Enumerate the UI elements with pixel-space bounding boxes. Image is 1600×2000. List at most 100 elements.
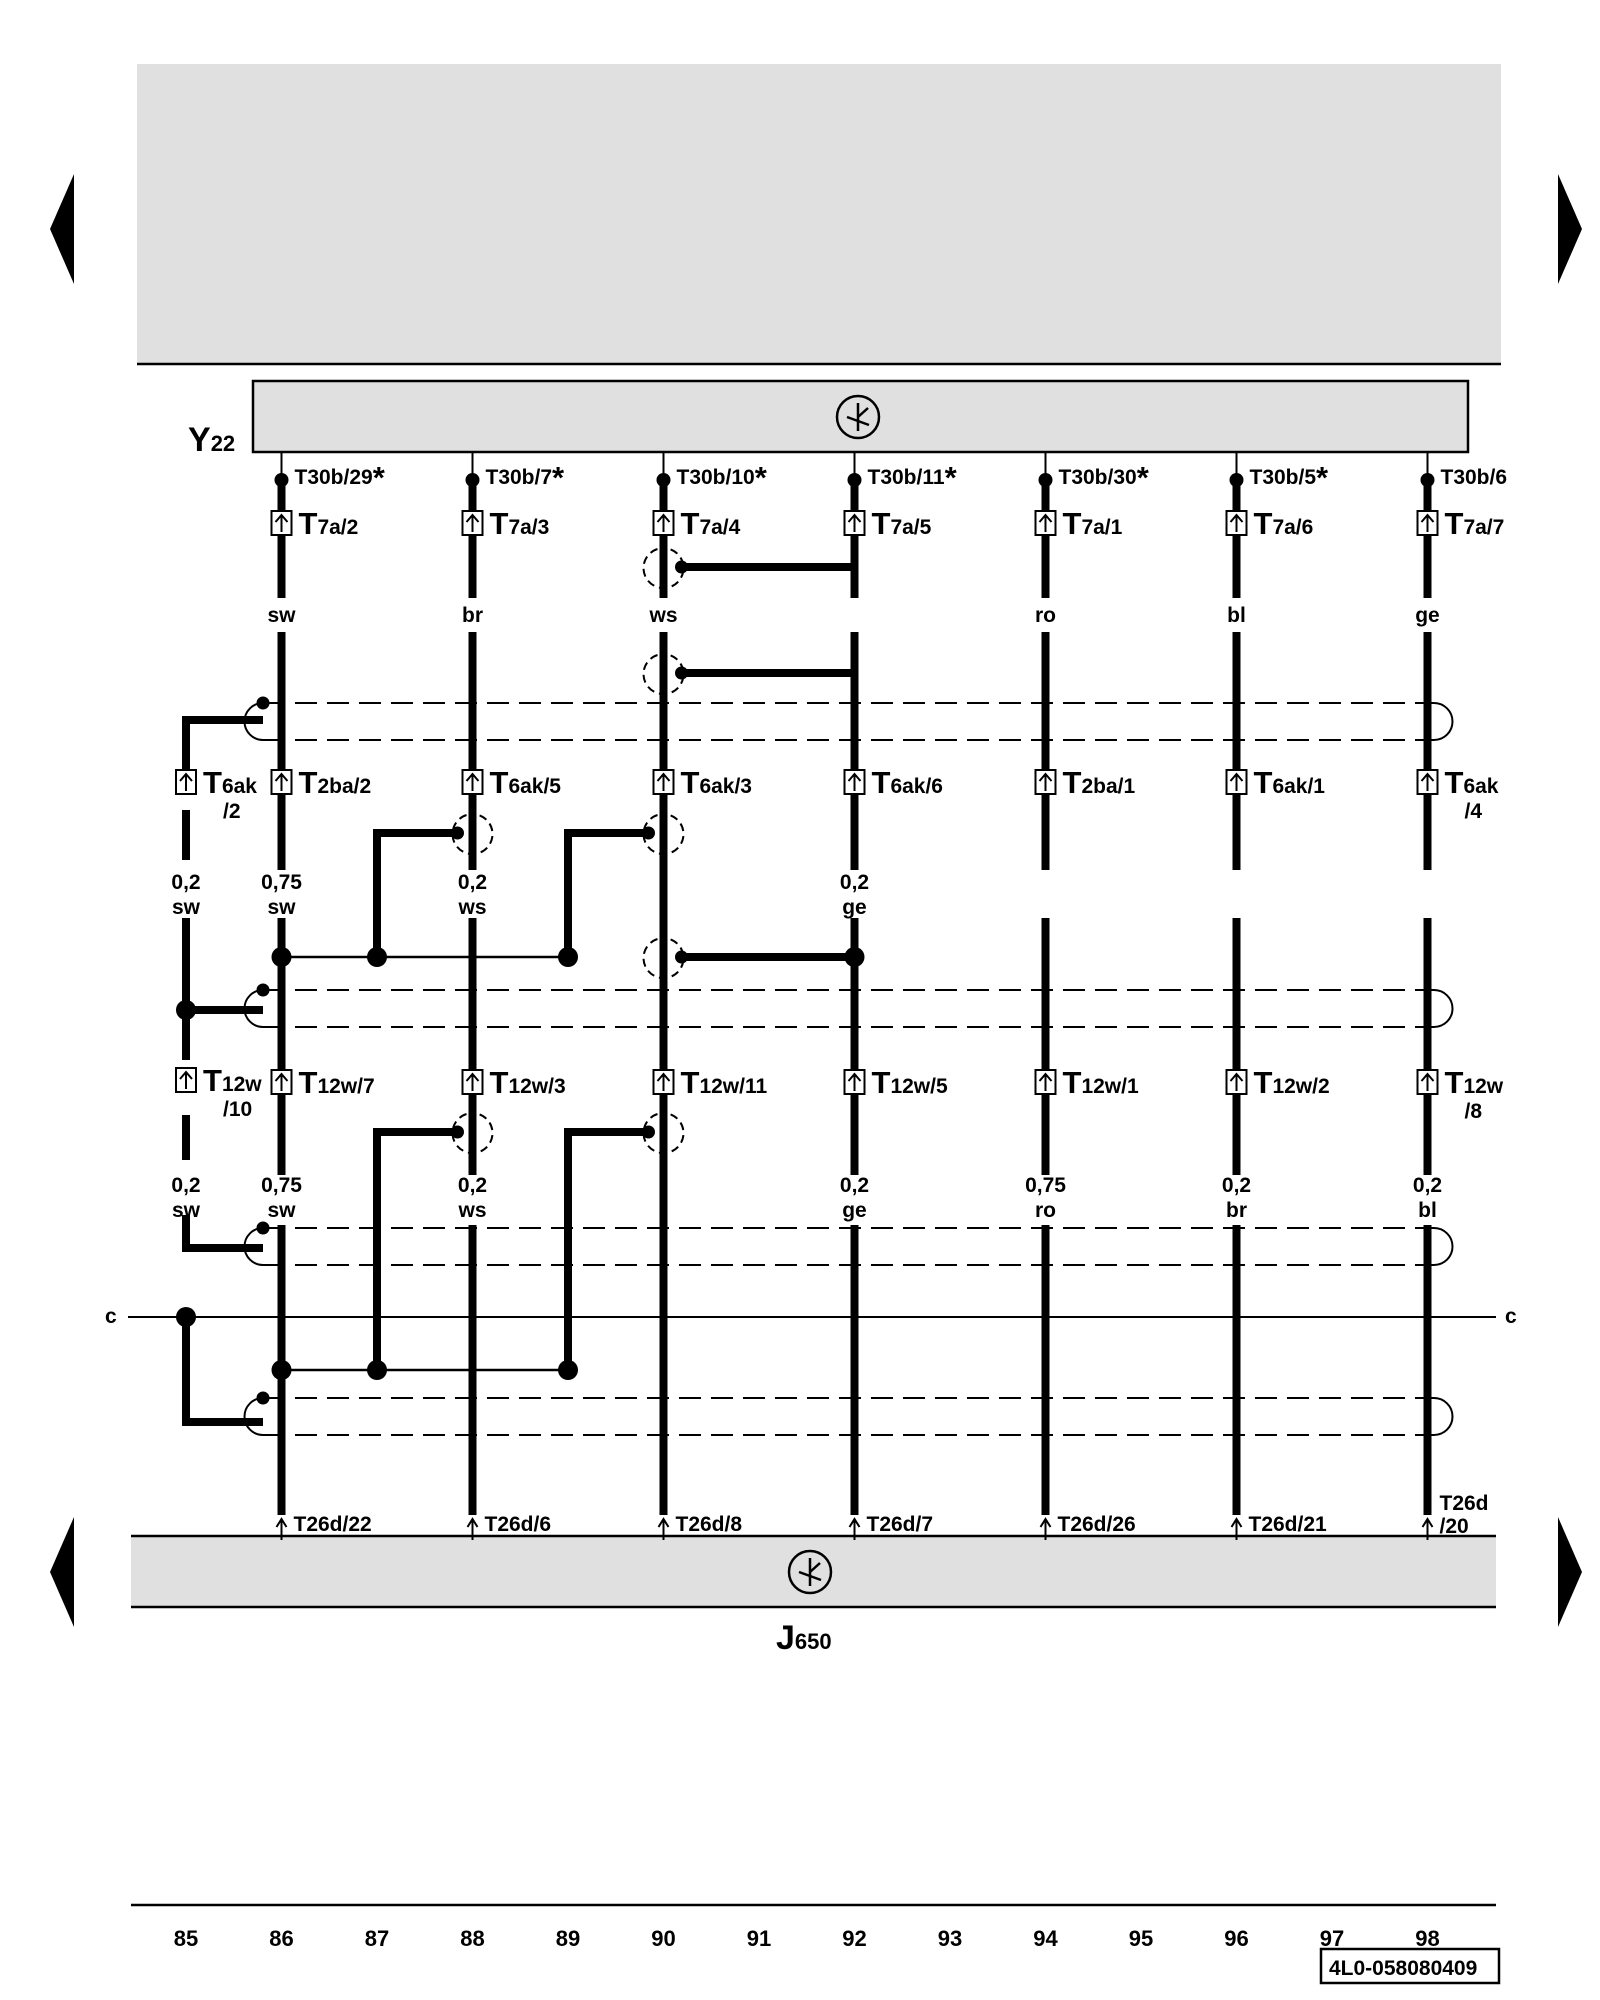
wire-94-bottom-pin: T26d/26 <box>1058 1513 1136 1536</box>
doc-id: 4L0-058080409 <box>1329 1957 1477 1980</box>
junction-dot <box>451 826 464 840</box>
junction-dot <box>675 560 688 574</box>
wire-92-connector-t12-label: T12w/5 <box>872 1065 948 1100</box>
wire-92-spec-gap-2 <box>826 1175 883 1221</box>
component-j650-box <box>131 1536 1496 1607</box>
shield-drain-wire <box>182 1215 263 1252</box>
wire-94-spec-2-color: ro <box>1035 1199 1056 1222</box>
junction-dot <box>675 666 688 680</box>
ruler-number: 91 <box>747 1926 771 1951</box>
component-j650-symbol-icon <box>787 1549 833 1595</box>
shield-end-right <box>1433 1397 1454 1436</box>
shield-marker-88-b <box>451 1113 494 1154</box>
wire-88-color-top: br <box>462 604 483 627</box>
bridge-92-90-top <box>681 530 859 571</box>
shield-end-right <box>1433 989 1454 1028</box>
wire-92-spec-2-size: 0,2 <box>840 1174 869 1197</box>
wire-86-connector-t12-icon <box>270 1069 293 1095</box>
wire-88-connector-t12-label: T12w/3 <box>490 1065 566 1100</box>
bridge-89-90-b <box>564 1128 649 1370</box>
junction-dot <box>367 947 387 967</box>
shield-dot <box>256 1391 270 1405</box>
wire-98-spec-2-size: 0,2 <box>1413 1174 1442 1197</box>
wire-94-spec-gap-2 <box>1017 1175 1074 1221</box>
component-j650-label: J650 <box>776 1619 832 1657</box>
junction-dot <box>271 1360 292 1380</box>
junction-dot <box>642 1125 655 1139</box>
shield-end-left <box>243 1397 264 1436</box>
shield-marker-90-a <box>642 548 685 589</box>
ruler-number: 96 <box>1224 1926 1248 1951</box>
wire-94-top-pin: T30b/30* <box>1059 460 1150 495</box>
wire-86-spec-1-size: 0,75 <box>261 871 302 894</box>
wire-96-connector-t12-label: T12w/2 <box>1254 1065 1330 1100</box>
wire-92-connector-t12-icon <box>843 1069 866 1095</box>
bridge-87-88-a <box>373 829 458 957</box>
wire-90-connector-t12-label: T12w/11 <box>681 1065 768 1100</box>
wire-94-connector-t12-label: T12w/1 <box>1063 1065 1139 1100</box>
shield-connector-t12-icon <box>175 1067 197 1093</box>
wire-98-connector-t7-icon <box>1416 510 1439 536</box>
wire-98-connector-t6-icon <box>1416 769 1439 795</box>
wire-96-bottom-pin: T26d/21 <box>1249 1513 1328 1536</box>
shield-marker-90-e <box>642 1113 685 1154</box>
shield-spec-2-color: sw <box>172 1199 201 1222</box>
wire-92-connector-t7-label: T7a/5 <box>872 506 932 541</box>
wire-86-spec-gap-2 <box>253 1175 310 1221</box>
wire-88-spec-2-color: ws <box>457 1199 486 1222</box>
wire-86-connector-t6-label: T2ba/2 <box>299 765 372 800</box>
shield-end-right <box>1433 1227 1454 1266</box>
wire-90-color-top: ws <box>648 604 677 627</box>
wire-94-spec-2-size: 0,75 <box>1025 1174 1066 1197</box>
wire-96-color-gap <box>1218 598 1255 632</box>
junction-dot <box>451 1125 464 1139</box>
wire-90-connector-t7-label: T7a/4 <box>681 506 741 541</box>
shield-end-right <box>1433 702 1454 741</box>
wire-86-color-gap <box>263 598 300 632</box>
nav-prev-top-arrow-icon[interactable] <box>50 174 74 284</box>
junction-dot <box>176 1307 196 1327</box>
wire-86-connector-t7-label: T7a/2 <box>299 506 359 541</box>
wire-88-spec-1-size: 0,2 <box>458 871 487 894</box>
wire-96-spec-gap-2 <box>1208 1175 1265 1221</box>
component-y22-box <box>251 379 1470 454</box>
wire-98-connector-t7-label: T7a/7 <box>1445 506 1505 541</box>
ruler-number: 95 <box>1129 1926 1153 1951</box>
ruler-number: 90 <box>651 1926 675 1951</box>
wire-86-connector-t12-label: T12w/7 <box>299 1065 375 1100</box>
shield-spec-1-color: sw <box>172 896 201 919</box>
nav-next-top-arrow-icon[interactable] <box>1558 174 1582 284</box>
junction-dot <box>176 1000 196 1020</box>
nav-prev-bottom-arrow-icon[interactable] <box>50 1517 74 1627</box>
wire-98-connector-t12-icon <box>1416 1069 1439 1095</box>
shield-connector-t12-label: T12w/10 <box>203 1063 262 1121</box>
shield-dot <box>256 696 270 710</box>
shield-marker-90-c <box>642 814 685 855</box>
wire-94-connector-t7-label: T7a/1 <box>1063 506 1123 541</box>
wire-86-connector-t7-icon <box>270 510 293 536</box>
wire-90-connector-t12-icon <box>652 1069 675 1095</box>
wire-98-bottom-pin-suffix: /20 <box>1440 1515 1469 1538</box>
top-panel <box>137 64 1501 364</box>
wire-86-color-top: sw <box>267 604 296 627</box>
wire-92-top-pin: T30b/11* <box>868 460 958 495</box>
nav-next-bottom-arrow-icon[interactable] <box>1558 1517 1582 1627</box>
wire-88-connector-t6-label: T6ak/5 <box>490 765 562 800</box>
wire-94-connector-t7-icon <box>1034 510 1057 536</box>
wire-96-connector-t7-label: T7a/6 <box>1254 506 1314 541</box>
wire-96-connector-t6-icon <box>1225 769 1248 795</box>
wire-94-connector-t6-icon <box>1034 769 1057 795</box>
shield-connector-t6-label: T6ak/2 <box>203 765 257 823</box>
wire-92-connector-t7-icon <box>843 510 866 536</box>
wire-88-connector-t7-icon <box>461 510 484 536</box>
wire-94-color-gap <box>1027 598 1064 632</box>
shield-drain-wire <box>182 716 263 770</box>
wire-98-spec-2-color: bl <box>1418 1199 1437 1222</box>
shield-spec-2-size: 0,2 <box>171 1174 200 1197</box>
shield-dot <box>256 983 270 997</box>
bus-label-right: c <box>1505 1305 1517 1328</box>
wire-88-spec-gap-2 <box>444 1175 501 1221</box>
bridge-90-92-mid <box>681 669 859 770</box>
